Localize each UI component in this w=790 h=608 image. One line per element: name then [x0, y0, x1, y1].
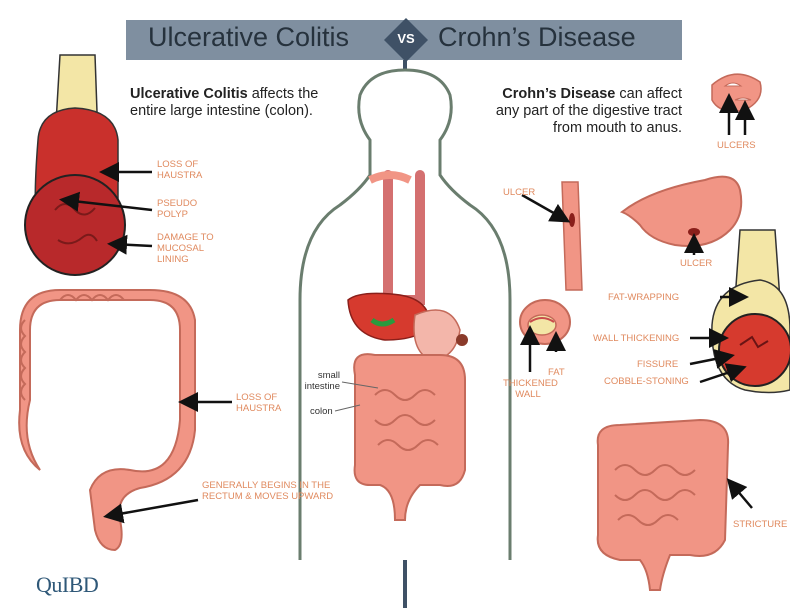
- cd-thickened-wall-illustration: [520, 300, 570, 344]
- label-loss-of-haustra-top: LOSS OF HAUSTRA: [157, 159, 202, 181]
- label-line: POLYP: [157, 209, 188, 220]
- cd-intestines-illustration: [598, 420, 728, 590]
- label-pseudo-polyp: PSEUDO POLYP: [157, 198, 197, 220]
- cd-stomach-illustration: [622, 177, 741, 246]
- label-line: LINING: [157, 254, 189, 265]
- label-line: DAMAGE TO: [157, 232, 214, 243]
- label-thickened-wall: THICKENED WALL: [503, 378, 553, 400]
- label-fat: FAT: [548, 367, 565, 378]
- cd-mouth-illustration: [712, 74, 761, 111]
- label-line: WALL: [515, 389, 541, 400]
- label-line: small: [318, 370, 340, 381]
- label-line: intestine: [305, 381, 340, 392]
- label-ulcer-esophagus: ULCER: [503, 187, 535, 198]
- label-line: THICKENED: [503, 378, 558, 389]
- label-damage-mucosal-lining: DAMAGE TO MUCOSAL LINING: [157, 232, 214, 265]
- label-cobble-stoning: COBBLE-STONING: [604, 376, 689, 387]
- label-line: GENERALLY BEGINS IN THE: [202, 480, 330, 491]
- label-fat-wrapping: FAT-WRAPPING: [608, 292, 679, 303]
- label-ulcers: ULCERS: [717, 140, 756, 151]
- label-colon: colon: [310, 406, 333, 417]
- label-fissure: FISSURE: [637, 359, 678, 370]
- label-line: LOSS OF: [236, 392, 277, 403]
- label-line: LOSS OF: [157, 159, 198, 170]
- label-line: HAUSTRA: [157, 170, 202, 181]
- quibd-logo: QuIBD: [36, 572, 98, 598]
- label-line: MUCOSAL: [157, 243, 204, 254]
- label-small-intestine: small intestine: [298, 370, 340, 392]
- label-line: RECTUM & MOVES UPWARD: [202, 491, 333, 502]
- uc-large-intestine-illustration: [19, 290, 195, 550]
- cd-esophagus-illustration: [562, 182, 582, 290]
- label-line: PSEUDO: [157, 198, 197, 209]
- label-wall-thickening: WALL THICKENING: [593, 333, 679, 344]
- label-ulcer-stomach: ULCER: [680, 258, 712, 269]
- label-line: HAUSTRA: [236, 403, 281, 414]
- cd-fat-wrapped-section-illustration: [712, 230, 790, 393]
- label-loss-of-haustra-bottom: LOSS OF HAUSTRA: [236, 392, 281, 414]
- label-stricture: STRICTURE: [733, 519, 787, 530]
- uc-colon-section-illustration: [25, 55, 125, 275]
- label-generally-begins: GENERALLY BEGINS IN THE RECTUM & MOVES U…: [202, 480, 333, 502]
